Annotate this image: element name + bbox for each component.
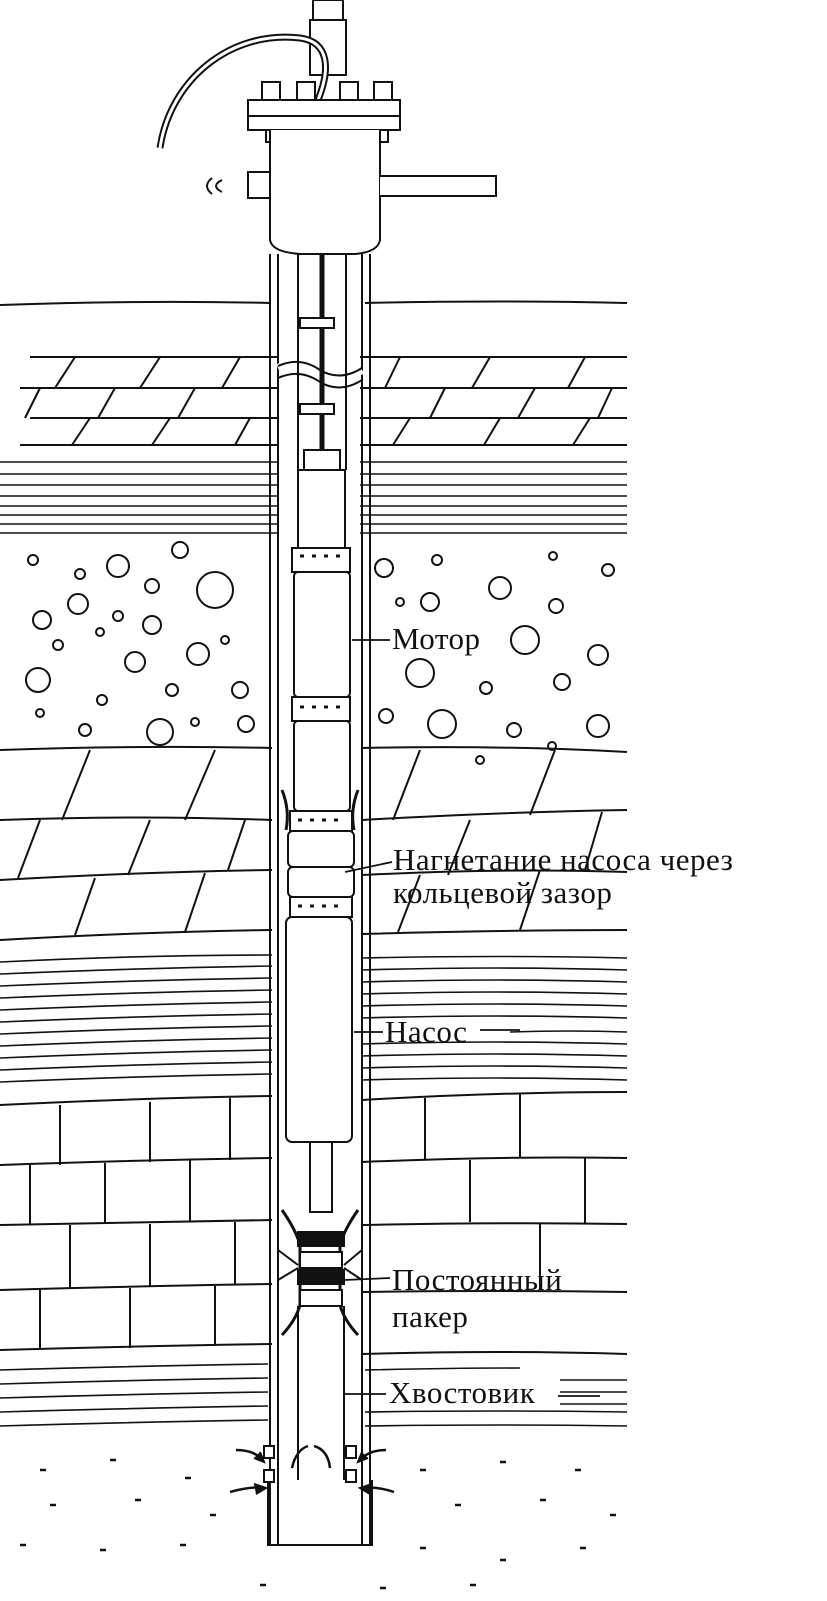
shale-layer — [0, 954, 628, 1083]
strata-layers — [0, 300, 628, 1590]
tailpipe-label: Хвостовик — [389, 1375, 536, 1410]
wellhead — [156, 0, 497, 255]
block-layer-lower — [0, 1091, 628, 1355]
annular-discharge-label-line2: кольцевой зазор — [393, 875, 613, 910]
motor-assembly — [280, 449, 360, 918]
brick-layer-top — [20, 356, 627, 446]
pump-label: Насос — [385, 1014, 468, 1049]
tailpipe — [229, 1306, 395, 1546]
tubing — [297, 254, 347, 470]
pump-assembly — [285, 916, 353, 1213]
packer-label-line1: Постоянный — [392, 1262, 563, 1297]
pebble-layer — [25, 541, 615, 765]
packer — [277, 1209, 363, 1337]
leader-lines — [343, 639, 600, 1397]
motor-label: Мотор — [392, 621, 481, 656]
brick-layer-large — [0, 745, 628, 941]
sand-base — [20, 1458, 616, 1590]
annular-discharge-label-line1: Нагнетание насоса через — [393, 842, 734, 877]
packer-label-line2: пакер — [392, 1299, 469, 1334]
bottom-laminations — [0, 1363, 628, 1427]
laminated-layer — [0, 461, 627, 534]
